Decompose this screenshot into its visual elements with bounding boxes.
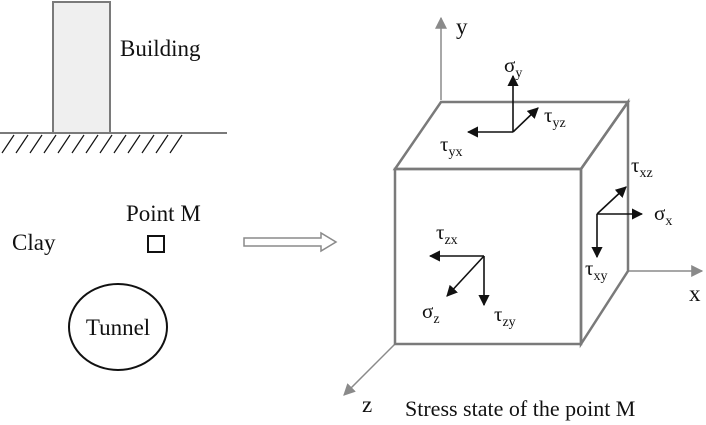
x-axis-label: x — [689, 281, 701, 306]
ground-hatching — [1, 134, 183, 154]
tunnel-circle — [68, 283, 168, 371]
tau-zx-label: τzx — [436, 220, 458, 248]
site-sketch: Building Point M Clay Tunnel — [0, 1, 227, 371]
tau-yz-label: τyz — [544, 103, 566, 131]
tau-xz-label: τxz — [631, 153, 653, 181]
tau-yz-arrow — [512, 107, 539, 133]
hollow-arrow — [243, 231, 338, 253]
diagram-caption: Stress state of the point M — [405, 396, 635, 421]
z-axis-arrow — [343, 343, 396, 396]
clay-label: Clay — [12, 230, 56, 255]
stress-arrows — [428, 74, 644, 307]
tau-xy-label: τxy — [585, 256, 607, 284]
point-label: Point M — [126, 201, 201, 226]
point-m-marker — [147, 235, 165, 253]
tau-zy-label: τzy — [494, 302, 516, 330]
z-axis-label: z — [362, 392, 372, 417]
cube-top-face — [392, 100, 631, 171]
y-axis-label: y — [456, 14, 468, 39]
coordinate-axes — [343, 16, 704, 396]
cube-right-face — [579, 98, 630, 349]
sigma-z-label: σz — [422, 299, 440, 327]
tau-xz-arrow — [596, 186, 627, 215]
building-label: Building — [120, 36, 201, 61]
tau-yx-label: τyx — [440, 132, 462, 160]
building-shape — [52, 1, 111, 134]
tunnel-label: Tunnel — [86, 315, 150, 340]
sigma-z-arrow — [446, 255, 485, 297]
cube-front-face — [393, 167, 583, 346]
sigma-y-label: σy — [504, 53, 522, 81]
stress-cube — [392, 98, 631, 349]
sigma-x-label: σx — [654, 201, 672, 229]
